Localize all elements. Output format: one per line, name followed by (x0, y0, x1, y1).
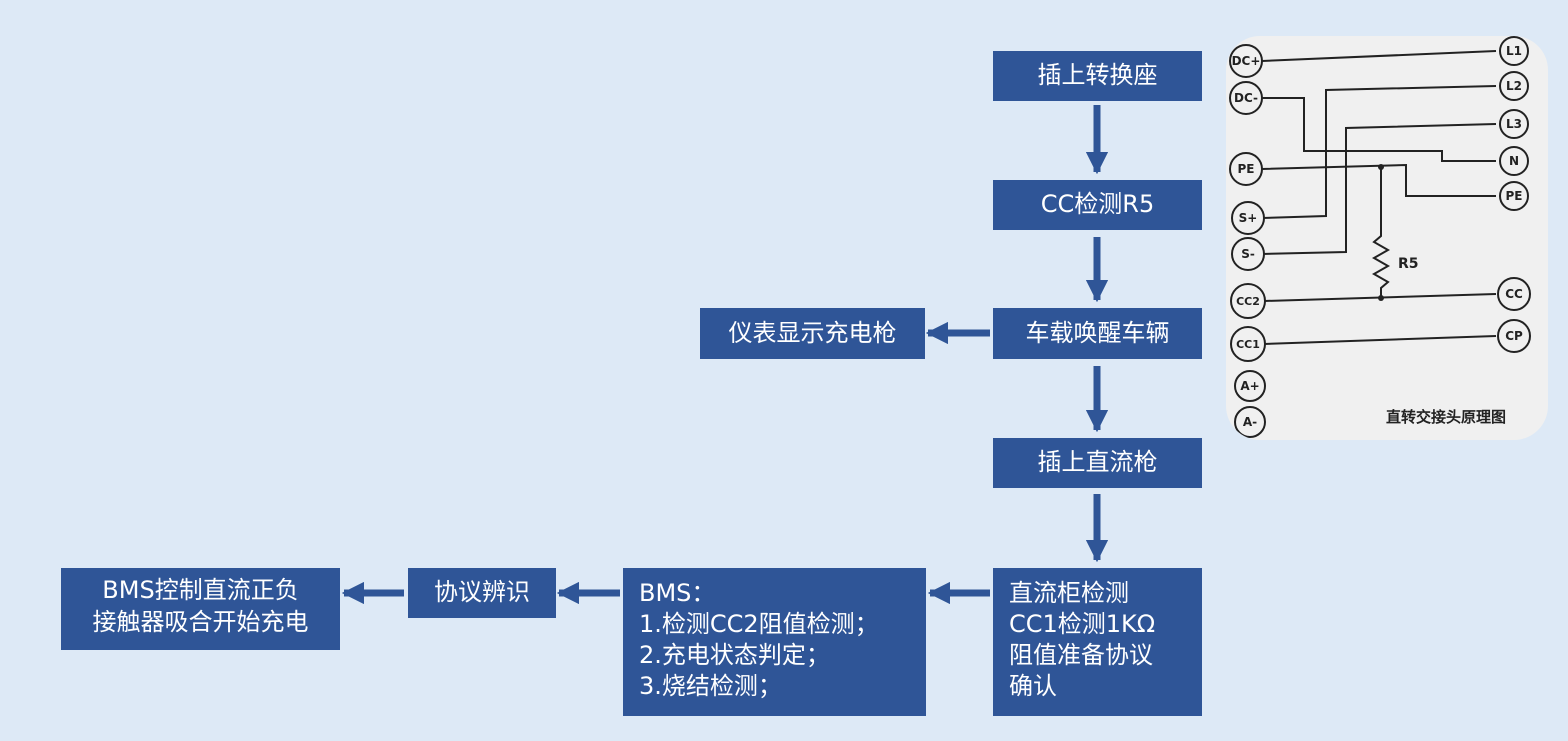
step-dc-cabinet-detect: 直流柜检测 CC1检测1KΩ 阻值准备协议 确认 (993, 568, 1202, 716)
pin-label-pe-right: PE (1506, 189, 1523, 203)
step-protocol-identify-label: 协议辨识 (434, 578, 530, 607)
connector-schematic: DC+ DC- PE S+ S- CC2 CC1 A+ A- L1 L2 L3 … (1229, 36, 1531, 438)
step-bms-checks: BMS： 1.检测CC2阻值检测； 2.充电状态判定； 3.烧结检测； (623, 568, 926, 716)
pin-label-cc2: CC2 (1236, 295, 1260, 308)
step-bms-line-2: 1.检测CC2阻值检测； (639, 610, 879, 638)
step-bms-line-1: BMS： (639, 579, 716, 607)
pin-a-plus (1234, 370, 1266, 402)
step-protocol-identify: 协议辨识 (408, 568, 556, 618)
pin-l1 (1499, 36, 1529, 66)
pin-label-l1: L1 (1506, 44, 1522, 58)
pin-label-dc-plus: DC+ (1232, 54, 1261, 68)
step-wake-vehicle: 车载唤醒车辆 (993, 308, 1202, 359)
pin-s-minus (1231, 237, 1265, 271)
pin-label-dc-minus: DC- (1234, 91, 1258, 105)
schematic-caption: 直转交接头原理图 (1386, 408, 1506, 426)
step-cc-detect: CC检测R5 (993, 180, 1202, 230)
step-dc-cabinet-line-3: 阻值准备协议 (1009, 641, 1153, 669)
step-dc-cabinet-line-2: CC1检测1KΩ (1009, 610, 1156, 638)
pin-cc1 (1230, 326, 1266, 362)
step-dashboard-display: 仪表显示充电枪 (700, 308, 925, 359)
pin-label-l2: L2 (1506, 79, 1522, 93)
pin-dc-minus (1229, 81, 1263, 115)
pin-label-n: N (1509, 154, 1519, 168)
step-dc-cabinet-line-4: 确认 (1009, 672, 1057, 700)
step-bms-line-3: 2.充电状态判定； (639, 641, 830, 669)
step-plug-dc-gun: 插上直流枪 (993, 438, 1202, 488)
pin-pe-left (1229, 152, 1263, 186)
pin-label-a-plus: A+ (1240, 379, 1259, 393)
pin-cp (1497, 319, 1531, 353)
step-dashboard-display-label: 仪表显示充电枪 (728, 318, 897, 347)
pin-label-s-minus: S- (1241, 247, 1255, 261)
step-plug-adapter-label: 插上转换座 (1037, 61, 1158, 90)
pin-n (1499, 146, 1529, 176)
step-plug-adapter: 插上转换座 (993, 51, 1202, 101)
pin-l3 (1499, 109, 1529, 139)
pin-s-plus (1231, 201, 1265, 235)
pin-label-l3: L3 (1506, 117, 1522, 131)
pin-l2 (1499, 71, 1529, 101)
step-bms-contactor-line-1: BMS控制直流正负 (102, 576, 299, 604)
resistor-label: R5 (1398, 256, 1419, 272)
pin-dc-plus (1229, 44, 1263, 78)
step-dc-cabinet-line-1: 直流柜检测 (1009, 579, 1129, 607)
pin-cc2 (1230, 283, 1266, 319)
pin-label-cp: CP (1505, 329, 1523, 343)
pin-label-pe-left: PE (1238, 162, 1255, 176)
pin-label-a-minus: A- (1243, 415, 1257, 429)
pin-cc (1497, 277, 1531, 311)
step-plug-dc-gun-label: 插上直流枪 (1037, 448, 1158, 477)
pin-a-minus (1234, 406, 1266, 438)
step-bms-contactor: BMS控制直流正负 接触器吸合开始充电 (61, 568, 340, 650)
pin-label-cc1: CC1 (1236, 338, 1260, 351)
pin-pe-right (1499, 181, 1529, 211)
step-bms-contactor-line-2: 接触器吸合开始充电 (92, 608, 309, 636)
pin-label-s-plus: S+ (1239, 211, 1258, 225)
step-cc-detect-label: CC检测R5 (1040, 190, 1155, 219)
pin-label-cc: CC (1505, 287, 1523, 301)
step-bms-line-4: 3.烧结检测； (639, 672, 782, 700)
connector-schematic-photo: DC+ DC- PE S+ S- CC2 CC1 A+ A- L1 L2 L3 … (1226, 36, 1548, 440)
step-wake-vehicle-label: 车载唤醒车辆 (1025, 318, 1170, 347)
